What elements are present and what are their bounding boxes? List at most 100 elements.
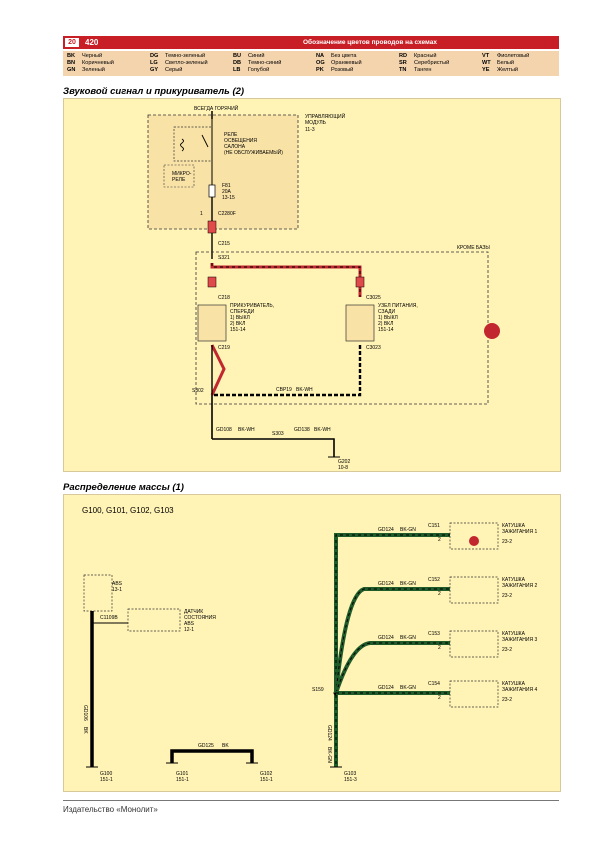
relay-coil-icon [180, 138, 184, 152]
section2-diagram: G100, G101, G102, G103 ABS 13-1 C1109B Д… [63, 494, 561, 792]
connector-c3025: C3025 [366, 295, 381, 301]
splice-s321: S321 [218, 255, 230, 261]
svg-text:BK: BK [82, 727, 88, 734]
coil-3: GD124 BK-GN C153 2 КАТУШКА ЗАЖИГАНИЯ 3 2… [334, 630, 537, 694]
section1-title: Звуковой сигнал и прикуриватель (2) [63, 86, 245, 97]
connector-c3023: C3023 [366, 345, 381, 351]
coil-2: GD124 BK-GN C152 2 КАТУШКА ЗАЖИГАНИЯ 2 2… [334, 576, 537, 694]
ground-wire-g202 [212, 438, 335, 457]
svg-text:BK-WH: BK-WH [238, 427, 255, 433]
ground-g102: G102 [260, 771, 272, 777]
section1-diagram: ВСЕГДА ГОРЯЧИЙ УПРАВЛЯЮЩИЙ МОДУЛЬ 11-3 Р… [63, 98, 561, 472]
svg-text:КАТУШКА: КАТУШКА [502, 681, 526, 687]
svg-text:BK-WH: BK-WH [314, 427, 331, 433]
svg-text:C151: C151 [428, 523, 440, 529]
svg-text:C153: C153 [428, 631, 440, 637]
micro-relay-box [163, 164, 195, 188]
fuse-icon [208, 184, 216, 198]
control-module-box [147, 114, 299, 230]
svg-text:20A: 20A [222, 189, 232, 195]
svg-text:GD124: GD124 [378, 685, 394, 691]
section2-schematic: G100, G101, G102, G103 ABS 13-1 C1109B Д… [82, 506, 537, 783]
svg-text:ЗАЖИГАНИЯ 2: ЗАЖИГАНИЯ 2 [502, 583, 537, 589]
relay-label: РЕЛЕ [224, 132, 238, 138]
svg-text:151-1: 151-1 [100, 777, 113, 783]
svg-text:САЛОНА: САЛОНА [224, 144, 246, 150]
svg-text:GD124: GD124 [378, 581, 394, 587]
svg-text:КАТУШКА: КАТУШКА [502, 631, 526, 637]
header-title: Обозначение цветов проводов на схемах [303, 39, 437, 46]
wire-cbp19: CBP19 [276, 387, 292, 393]
relay-box [173, 126, 213, 162]
splice-s303: S303 [272, 431, 284, 437]
module-label: УПРАВЛЯЮЩИЙ [305, 112, 346, 120]
ground-wire-gd125 [170, 749, 254, 763]
svg-text:1: 1 [200, 211, 203, 217]
svg-text:КАТУШКА: КАТУШКА [502, 577, 526, 583]
page-header: 20 420 Обозначение цветов проводов на сх… [63, 36, 559, 49]
except-base-label: КРОМЕ БАЗЫ [457, 245, 490, 251]
connector-c1109b: C1109B [100, 615, 118, 621]
abs-sensor-box [127, 608, 181, 632]
svg-text:23-2: 23-2 [502, 697, 512, 703]
ground-g202: G202 [338, 459, 350, 465]
svg-text:12-1: 12-1 [184, 627, 194, 633]
coil-1: GD124 BK-GN C151 2 КАТУШКА ЗАЖИГАНИЯ 1 2… [334, 522, 537, 693]
svg-text:151-1: 151-1 [260, 777, 273, 783]
svg-text:23-2: 23-2 [502, 647, 512, 653]
wire-gd138: GD138 [294, 427, 310, 433]
svg-text:C152: C152 [428, 577, 440, 583]
ground-g101: G101 [176, 771, 188, 777]
brand-badge-icon [484, 323, 500, 339]
svg-text:1) ВЫКЛ: 1) ВЫКЛ [378, 315, 398, 321]
abs-label: ABS [112, 581, 123, 587]
relay-switch-icon [201, 134, 209, 148]
micro-relay-label: МИКРО- [172, 171, 192, 177]
coil-4: GD124 BK-GN C154 2 КАТУШКА ЗАЖИГАНИЯ 4 2… [336, 680, 537, 708]
svg-text:2) ВКЛ: 2) ВКЛ [378, 321, 393, 327]
connector-icon [207, 220, 217, 234]
chapter-number: 20 [65, 38, 79, 47]
svg-text:СПЕРЕДИ: СПЕРЕДИ [230, 309, 255, 315]
svg-text:13-15: 13-15 [222, 195, 235, 201]
black-wire-cbp19 [214, 345, 362, 397]
svg-text:МОДУЛЬ: МОДУЛЬ [305, 120, 327, 126]
lighter-front-box [197, 304, 227, 342]
svg-text:2: 2 [438, 645, 441, 651]
svg-text:(НЕ ОБСЛУЖИВАЕМЫЙ): (НЕ ОБСЛУЖИВАЕМЫЙ) [224, 148, 283, 156]
svg-text:2) ВКЛ: 2) ВКЛ [230, 321, 245, 327]
svg-text:23-2: 23-2 [502, 593, 512, 599]
power-rear-box [345, 304, 375, 342]
ground-g100: G100 [100, 771, 112, 777]
svg-text:GD124: GD124 [378, 635, 394, 641]
publisher-footer: Издательство «Монолит» [63, 805, 158, 814]
svg-text:BK-WH: BK-WH [296, 387, 313, 393]
svg-text:C154: C154 [428, 681, 440, 687]
svg-text:151-14: 151-14 [378, 327, 394, 333]
svg-text:КАТУШКА: КАТУШКА [502, 523, 526, 529]
splice-s159: S159 [312, 687, 324, 693]
svg-text:GD124: GD124 [326, 725, 332, 741]
abs-module-box [83, 574, 113, 612]
footer-divider [63, 800, 559, 801]
connector-c219: C219 [218, 345, 230, 351]
connector-c215: C215 [218, 241, 230, 247]
svg-text:2: 2 [438, 537, 441, 543]
svg-text:ABS: ABS [184, 621, 195, 627]
brand-badge-icon [469, 536, 479, 546]
section1-schematic: ВСЕГДА ГОРЯЧИЙ УПРАВЛЯЮЩИЙ МОДУЛЬ 11-3 Р… [147, 104, 500, 471]
svg-text:BK-GN: BK-GN [400, 635, 416, 641]
svg-text:151-1: 151-1 [176, 777, 189, 783]
power-rear-label: УЗЕЛ ПИТАНИЯ, [378, 303, 418, 309]
